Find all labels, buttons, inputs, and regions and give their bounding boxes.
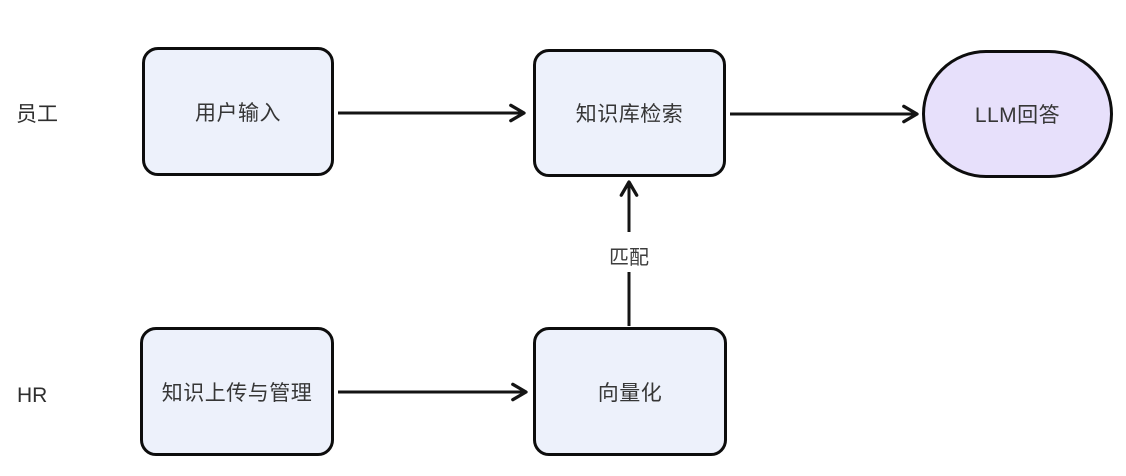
node-user-input[interactable]: 用户输入	[142, 47, 334, 176]
lane-label-employee: 员工	[16, 103, 58, 126]
node-knowledge-upload-management[interactable]: 知识上传与管理	[140, 327, 334, 456]
node-llm-answer[interactable]: LLM回答	[922, 50, 1113, 178]
node-knowledge-base-retrieval[interactable]: 知识库检索	[533, 49, 726, 177]
node-vectorization[interactable]: 向量化	[533, 327, 727, 456]
edge-label-match: 匹配	[589, 241, 669, 270]
lane-label-hr: HR	[17, 384, 48, 407]
